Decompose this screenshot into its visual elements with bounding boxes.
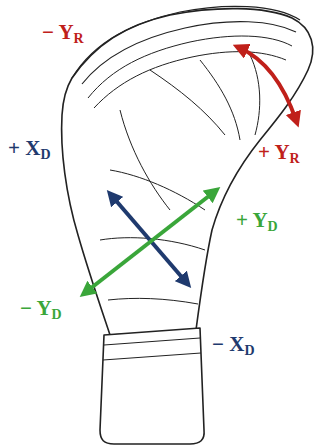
- axis-letter: − X: [212, 332, 244, 356]
- axis-label: + XD: [8, 138, 51, 159]
- axis-subscript: R: [290, 151, 300, 166]
- axis-subscript: D: [244, 343, 254, 358]
- axis-letter: + Y: [236, 208, 268, 232]
- axis-label: − YD: [20, 298, 62, 319]
- axis-subscript: D: [52, 307, 62, 322]
- axis-letter: + Y: [258, 140, 290, 164]
- axis-label: − YR: [42, 22, 84, 43]
- axis-letter: − Y: [42, 20, 74, 44]
- axis-label: + YD: [236, 210, 278, 231]
- axis-letter: + X: [8, 136, 40, 160]
- axis-letter: − Y: [20, 296, 52, 320]
- axis-label: − XD: [212, 334, 255, 355]
- axis-subscript: R: [74, 31, 84, 46]
- axis-subscript: D: [40, 147, 50, 162]
- axis-subscript: D: [268, 219, 278, 234]
- axis-label: + YR: [258, 142, 300, 163]
